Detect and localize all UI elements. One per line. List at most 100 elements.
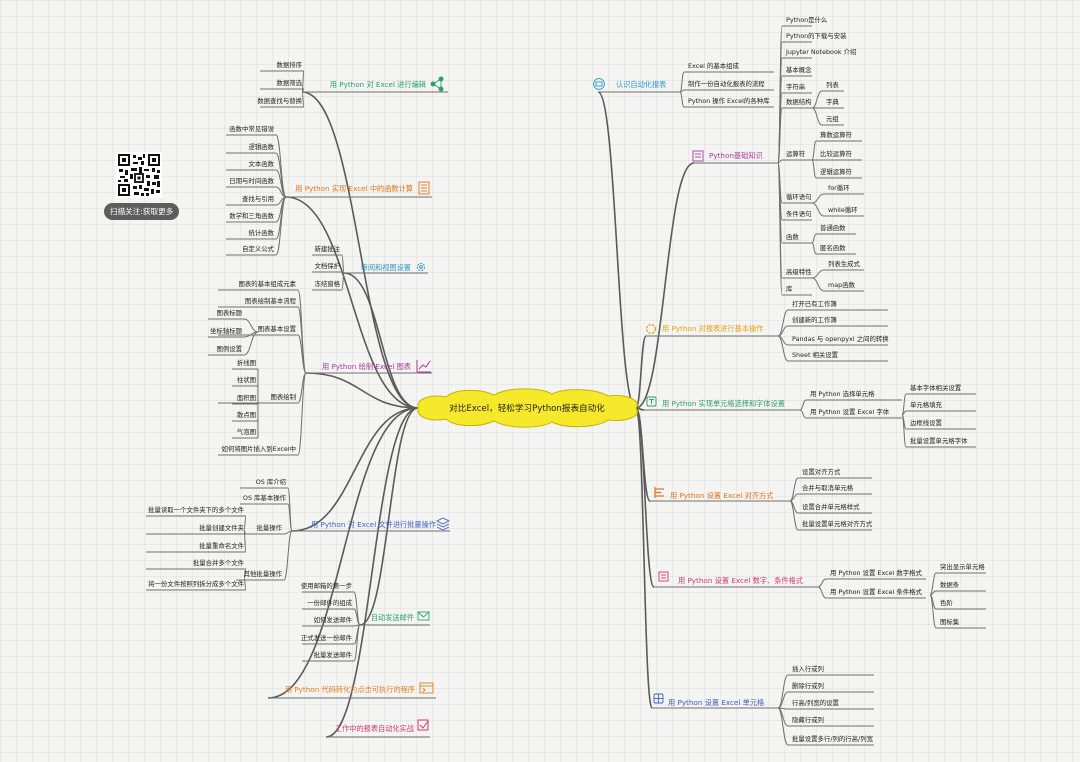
- leaf-connector: [341, 272, 345, 291]
- leaf-connector: [275, 152, 287, 198]
- leaf-connector: [811, 107, 823, 126]
- leaf-connector: [789, 500, 799, 531]
- branch-b15[interactable]: 用 Python 设置 Excel 单元格 插入行或列 删除行或列 行高/列宽的…: [653, 664, 874, 743]
- leaf-connector: [353, 624, 361, 662]
- leaf-compare-op: 比较运算符: [820, 149, 853, 158]
- trunk-line: [597, 91, 637, 409]
- leaf-split-file: 将一份文件按照列拆分成多个文件: [148, 579, 244, 588]
- trunk-line: [325, 407, 419, 738]
- leaf-map: map函数: [828, 280, 856, 289]
- sun-icon: [645, 323, 657, 335]
- branch-b9[interactable]: 认识自动化报表 Excel 的基本组成 制作一份自动化报表的流程 Python …: [593, 61, 770, 105]
- leaf-insert-image: 如何将图片插入到Excel中: [222, 444, 296, 453]
- leaf-stat-func: 统计函数: [248, 228, 274, 237]
- leaf-connector: [297, 334, 307, 374]
- leaf-connector: [679, 91, 685, 108]
- trunk-line: [285, 196, 419, 409]
- leaf-connector: [777, 159, 783, 164]
- leaf-area-chart: 面积图: [237, 393, 256, 402]
- leaf-connector: [811, 90, 823, 109]
- branch-label: 用 Python 设置 Excel 数字、条件格式: [678, 576, 803, 585]
- leaf-jupyter: Jupyter Notebook 介绍: [785, 47, 856, 56]
- number-icon: [658, 571, 669, 582]
- leaf-batch-read: 批量读取一个文件夹下的多个文件: [148, 505, 244, 514]
- leaf-connector: [275, 196, 287, 240]
- root-node[interactable]: 对比Excel，轻松学习Python报表自动化: [417, 388, 638, 428]
- leaf-batch-merge: 批量合并多个文件: [193, 558, 245, 567]
- leaf-select-cell: 用 Python 选择单元格: [810, 389, 875, 398]
- program-icon: [419, 682, 434, 694]
- leaf-connector: [811, 233, 817, 244]
- leaf-sort: 数据排序: [276, 60, 302, 69]
- leaf-connector: [799, 409, 807, 419]
- book-icon: [692, 150, 704, 162]
- leaf-connector: [811, 202, 825, 217]
- branch-b12[interactable]: 用 Python 实现单元格选择和字体设置 用 Python 选择单元格 用 P…: [646, 383, 968, 445]
- qr-caption: 扫描关注:获取更多: [104, 203, 180, 220]
- branch-label: 用 Python 绘制 Excel 图表: [322, 362, 411, 371]
- branch-b2[interactable]: 用 Python 实现 Excel 中的函数计算 函数中常见错误 逻辑函数 文本…: [229, 124, 430, 253]
- leaf-number-format: 用 Python 设置 Excel 数字格式: [830, 568, 923, 577]
- leaf-new-comment: 新建批注: [314, 244, 340, 253]
- node-operators: 运算符: [786, 149, 806, 158]
- leaf-new-wb: 创建新的工作簿: [792, 315, 837, 324]
- leaf-basic-concepts: 基本概念: [786, 65, 812, 74]
- align-icon: [654, 487, 664, 498]
- branch-b11[interactable]: 用 Python 对报表进行基本操作 打开已有工作簿 创建新的工作簿 Panda…: [645, 299, 890, 359]
- branch-b5[interactable]: 用 Python 对 Excel 文件进行批量操作 OS 库介绍 OS 库基本操…: [148, 477, 451, 588]
- trunk-line: [359, 407, 419, 626]
- branch-b10[interactable]: Python基础知识 Python是什么 Python的下载与安装 Jupyte…: [692, 15, 861, 293]
- branch-label: 认识自动化报表: [616, 80, 666, 89]
- leaf-connector: [275, 196, 287, 256]
- branch-b8[interactable]: 工作中的报表自动化实战: [335, 719, 429, 733]
- leaf-string: 字符串: [786, 82, 805, 91]
- leaf-connector: [929, 594, 937, 629]
- leaf-line-chart: 折线图: [237, 358, 256, 367]
- node-loops: 循环语句: [786, 192, 812, 201]
- branch-b4[interactable]: 用 Python 绘制 Excel 图表 图表的基本组成元素 图表绘制基本流程 …: [210, 279, 431, 453]
- leaf-what-python: Python是什么: [786, 15, 828, 24]
- leaf-connector: [777, 335, 789, 362]
- leaf-hide-row: 隐藏行或列: [792, 715, 824, 724]
- leaf-connector: [777, 707, 789, 746]
- leaf-highlight: 突出显示单元格: [940, 562, 985, 571]
- branch-b7[interactable]: 用 Python 代码转化为点击可执行的程序: [285, 682, 434, 694]
- branch-label: 用 Python 对 Excel 进行编辑: [330, 80, 426, 89]
- robot-icon: [593, 78, 605, 90]
- leaf-connector: [817, 578, 827, 588]
- leaf-chart-elements: 图表的基本组成元素: [238, 279, 296, 288]
- leaf-connector: [287, 487, 293, 532]
- text-icon: [646, 396, 657, 407]
- leaf-if: 条件语句: [786, 209, 812, 218]
- branch-b13[interactable]: 用 Python 设置 Excel 对齐方式 设置对齐方式 合并与取消单元格 设…: [654, 467, 873, 528]
- node-data-structures: 数据结构: [786, 97, 812, 106]
- branch-b1[interactable]: 用 Python 对 Excel 进行编辑 数据排序 数据筛选 数据查找与替换: [257, 60, 444, 105]
- node-functions: 函数: [786, 232, 799, 241]
- node-cond-format: 用 Python 设置 Excel 条件格式: [830, 587, 923, 596]
- leaf-os-intro: OS 库介绍: [256, 477, 286, 486]
- leaf-email-step1: 使用邮箱的第一步: [301, 581, 352, 590]
- leaf-row-height: 行高/列宽的设置: [792, 698, 839, 707]
- leaf-connector: [811, 140, 817, 161]
- leaf-basic-font: 基本字体相关设置: [910, 383, 962, 392]
- leaf-bubble-chart: 气泡图: [237, 427, 256, 436]
- leaf-connector: [679, 71, 685, 93]
- network-icon: [430, 76, 444, 92]
- leaf-text-func: 文本函数: [248, 159, 274, 168]
- branch-label: 审阅和视图设置: [361, 263, 411, 272]
- leaf-connector: [243, 576, 247, 591]
- gear-icon: [416, 262, 426, 272]
- leaf-connector: [811, 242, 817, 255]
- leaf-connector: [777, 107, 783, 164]
- branch-label: 用 Python 实现单元格选择和字体设置: [662, 399, 785, 408]
- leaf-batch-align: 批量设置单元格对齐方式: [802, 519, 873, 528]
- branch-label: 自动发送邮件: [371, 613, 414, 622]
- root-cloud: [417, 388, 638, 428]
- leaf-connector: [341, 254, 345, 274]
- qr-code-image[interactable]: [116, 152, 162, 198]
- branch-b3[interactable]: 审阅和视图设置 新建批注 文档保护 冻结窗格: [314, 244, 426, 288]
- branch-label: 用 Python 代码转化为点击可执行的程序: [285, 685, 415, 694]
- branch-b14[interactable]: 用 Python 设置 Excel 数字、条件格式 用 Python 设置 Ex…: [658, 562, 985, 626]
- branch-b6[interactable]: 自动发送邮件 使用邮箱的第一步 一份邮件的组成 如何发送邮件 正式发送一份邮件 …: [301, 581, 430, 659]
